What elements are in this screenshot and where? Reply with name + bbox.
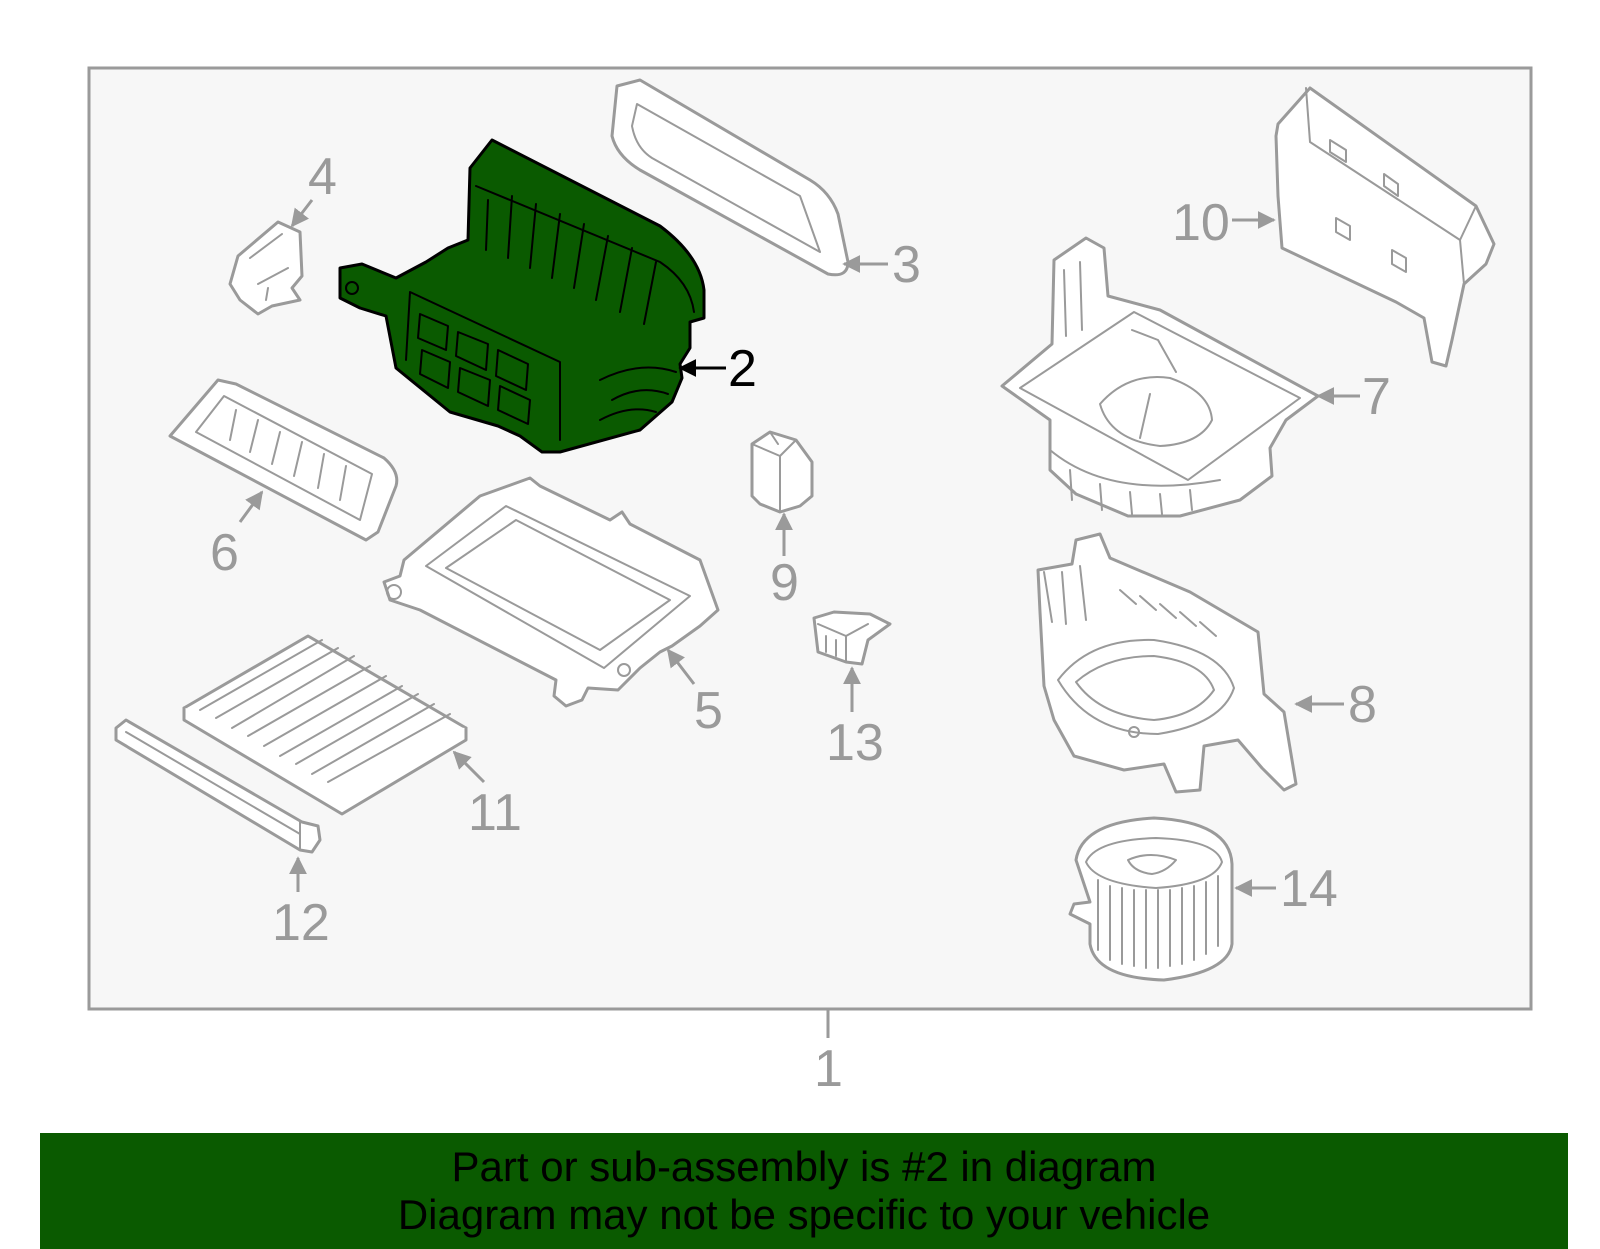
- callout-8: 8: [1348, 676, 1377, 734]
- leader-6: [238, 490, 264, 523]
- callout-11: 11: [468, 784, 522, 842]
- banner-line-part: Part or sub-assembly is #2 in diagram: [451, 1143, 1157, 1190]
- part-4-sensor[interactable]: [228, 220, 304, 316]
- part-12-filter-cover[interactable]: [114, 718, 322, 854]
- leader-4: [290, 199, 314, 228]
- callout-9: 9: [770, 554, 799, 612]
- callout-3: 3: [892, 236, 921, 294]
- callout-14: 14: [1280, 860, 1338, 918]
- leader-11: [452, 750, 486, 784]
- part-7-upper-blower-housing[interactable]: [1000, 236, 1320, 518]
- callout-2: 2: [728, 340, 757, 398]
- callout-10: 10: [1172, 194, 1230, 252]
- callout-5: 5: [694, 682, 723, 740]
- part-8-lower-blower-housing[interactable]: [1036, 532, 1298, 794]
- callout-6: 6: [210, 524, 239, 582]
- part-11-cabin-filter[interactable]: [182, 634, 468, 816]
- part-9-relay[interactable]: [750, 430, 814, 514]
- part-6-door-flap[interactable]: [168, 378, 399, 542]
- part-5-tray-housing[interactable]: [382, 476, 720, 708]
- banner-line-disclaimer: Diagram may not be specific to your vehi…: [397, 1191, 1211, 1238]
- part-info-banner: Part or sub-assembly is #2 in diagram Di…: [40, 1133, 1568, 1249]
- leader-5: [666, 648, 696, 685]
- callout-12: 12: [272, 894, 330, 952]
- callout-4: 4: [308, 148, 337, 206]
- part-10-duct-bracket[interactable]: [1274, 86, 1496, 368]
- callout-1: 1: [814, 1040, 843, 1098]
- part-14-blower-motor[interactable]: [1068, 816, 1234, 982]
- callout-7: 7: [1362, 368, 1391, 426]
- part-13-resistor[interactable]: [812, 610, 892, 666]
- callout-13: 13: [826, 714, 884, 772]
